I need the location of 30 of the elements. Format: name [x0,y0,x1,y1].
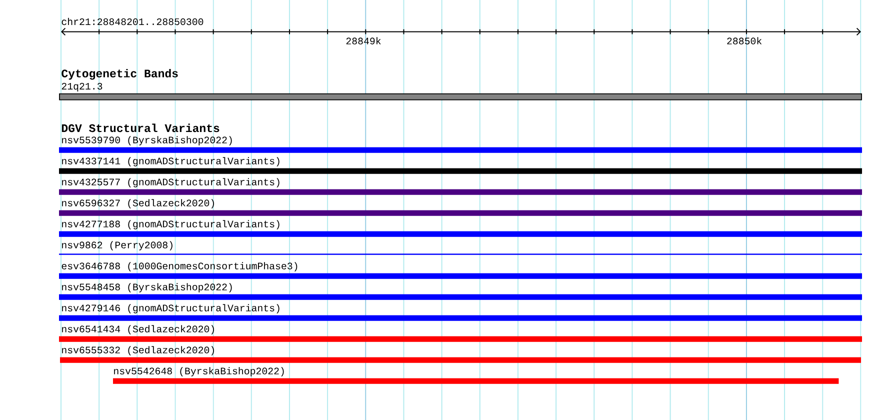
variant-bar: nsv4279146 (gnomADStructuralVariants) [59,304,862,321]
track-title: DGV Structural Variants [62,124,220,132]
coordinate-label: chr21:28848201..28850300 [62,18,204,26]
node-label: nsv6596327 (Sedlazeck2020) [62,199,214,208]
node-label: nsv6541434 (Sedlazeck2020) [62,325,214,334]
variant-bar: nsv5548458 (ByrskaBishop2022) [59,283,862,300]
variant-bar: nsv6596327 (Sedlazeck2020) [59,199,862,216]
variant-bar: nsv4277188 (gnomADStructuralVariants) [59,220,862,237]
node-label: nsv4337141 (gnomADStructuralVariants) [62,157,280,166]
variant-bar: nsv5542648 (ByrskaBishop2022) [113,367,839,384]
chromosome-band: 21q21.3 [59,82,862,100]
node-label: nsv5539790 (ByrskaBishop2022) [62,136,232,146]
node-label: nsv6555332 (Sedlazeck2020) [62,346,214,356]
variant-bar: nsv6555332 (Sedlazeck2020) [60,346,862,363]
variant-bar: nsv4325577 (gnomADStructuralVariants) [59,178,862,195]
tick-label: 28850k [727,37,762,44]
tick-label: 28849k [346,37,381,44]
variant-bar: nsv4337141 (gnomADStructuralVariants) [59,157,862,174]
variant-bar: nsv5539790 (ByrskaBishop2022) [59,136,862,153]
node-label: nsv5542648 (ByrskaBishop2022) [114,367,284,376]
track-title: Cytogenetic Bands [62,68,178,80]
node-label: nsv4279146 (gnomADStructuralVariants) [62,304,280,314]
node-label: esv3646788 (1000GenomesConsortiumPhase3) [62,262,298,272]
node-label: 21q21.3 [62,82,102,92]
node-label: nsv4325577 (gnomADStructuralVariants) [62,178,280,188]
variant-line: nsv9862 (Perry2008) [59,241,862,255]
node-label: nsv4277188 (gnomADStructuralVariants) [62,220,280,230]
variant-bar: esv3646788 (1000GenomesConsortiumPhase3) [59,262,862,279]
node-label: nsv5548458 (ByrskaBishop2022) [62,283,232,292]
variant-bar: nsv6541434 (Sedlazeck2020) [59,325,862,342]
